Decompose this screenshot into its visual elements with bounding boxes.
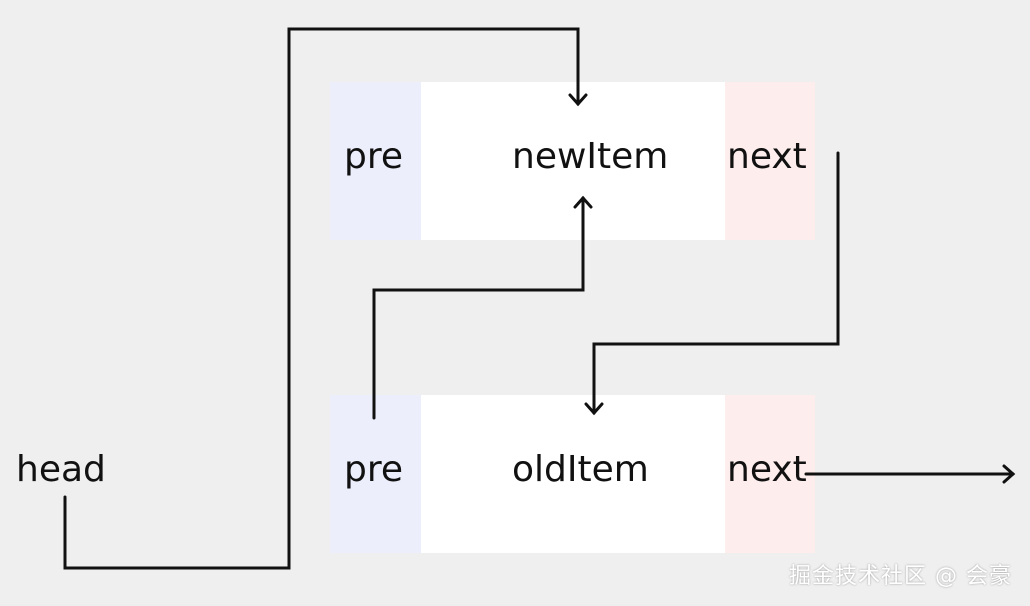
body-cell (421, 395, 725, 553)
arrowhead (584, 402, 604, 416)
head-pointer-line (63, 27, 580, 570)
next-label: next (727, 136, 807, 177)
arrowhead (573, 195, 593, 209)
pre-cell (330, 82, 421, 240)
watermark: 掘金技术社区 @ 会豪 (789, 564, 1012, 589)
pre-label: pre (344, 449, 404, 490)
pre-cell (330, 395, 421, 553)
pre-label: pre (344, 136, 404, 177)
arrowhead (1002, 464, 1016, 484)
new-next-pointer-line (592, 151, 840, 415)
next-cell (725, 82, 815, 240)
node-name-label: newItem (512, 136, 669, 177)
arrowhead (568, 93, 588, 107)
next-label: next (727, 449, 807, 490)
old-pre-pointer-line (372, 196, 585, 420)
body-cell (421, 82, 725, 240)
node-name-label: oldItem (512, 449, 649, 490)
next-cell (725, 395, 815, 553)
head-label: head (16, 449, 106, 490)
